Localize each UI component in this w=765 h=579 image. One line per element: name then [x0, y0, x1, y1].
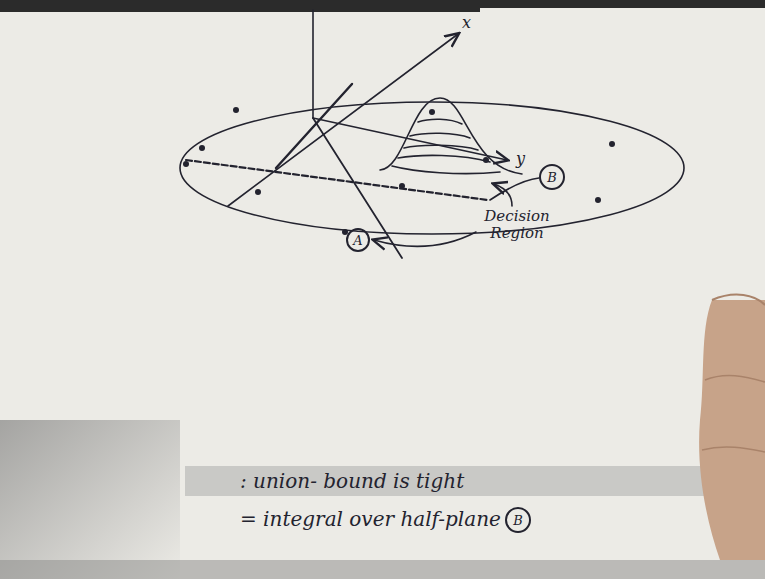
- circled-letter-text: B: [513, 514, 523, 527]
- hand: [699, 295, 765, 560]
- constellation-sketch: [180, 10, 684, 258]
- circled-letter: B: [505, 507, 531, 533]
- top-strip: [0, 0, 480, 12]
- circled-letter: B: [539, 164, 565, 190]
- circled-letter-text: B: [547, 171, 557, 184]
- circled-letter-text: A: [353, 234, 362, 247]
- bottom-edge: [0, 560, 765, 579]
- axis-label: x: [462, 14, 471, 32]
- axis-label: y: [516, 150, 525, 168]
- annotation: Decision Region: [478, 208, 556, 241]
- handwritten-note: : union- bound is tight: [240, 470, 464, 492]
- circled-letter: A: [346, 228, 370, 252]
- shadow: [0, 420, 180, 579]
- grey-band: [185, 466, 765, 496]
- constellation-points: [183, 107, 615, 235]
- handwritten-note: = integral over half-plane: [240, 508, 501, 530]
